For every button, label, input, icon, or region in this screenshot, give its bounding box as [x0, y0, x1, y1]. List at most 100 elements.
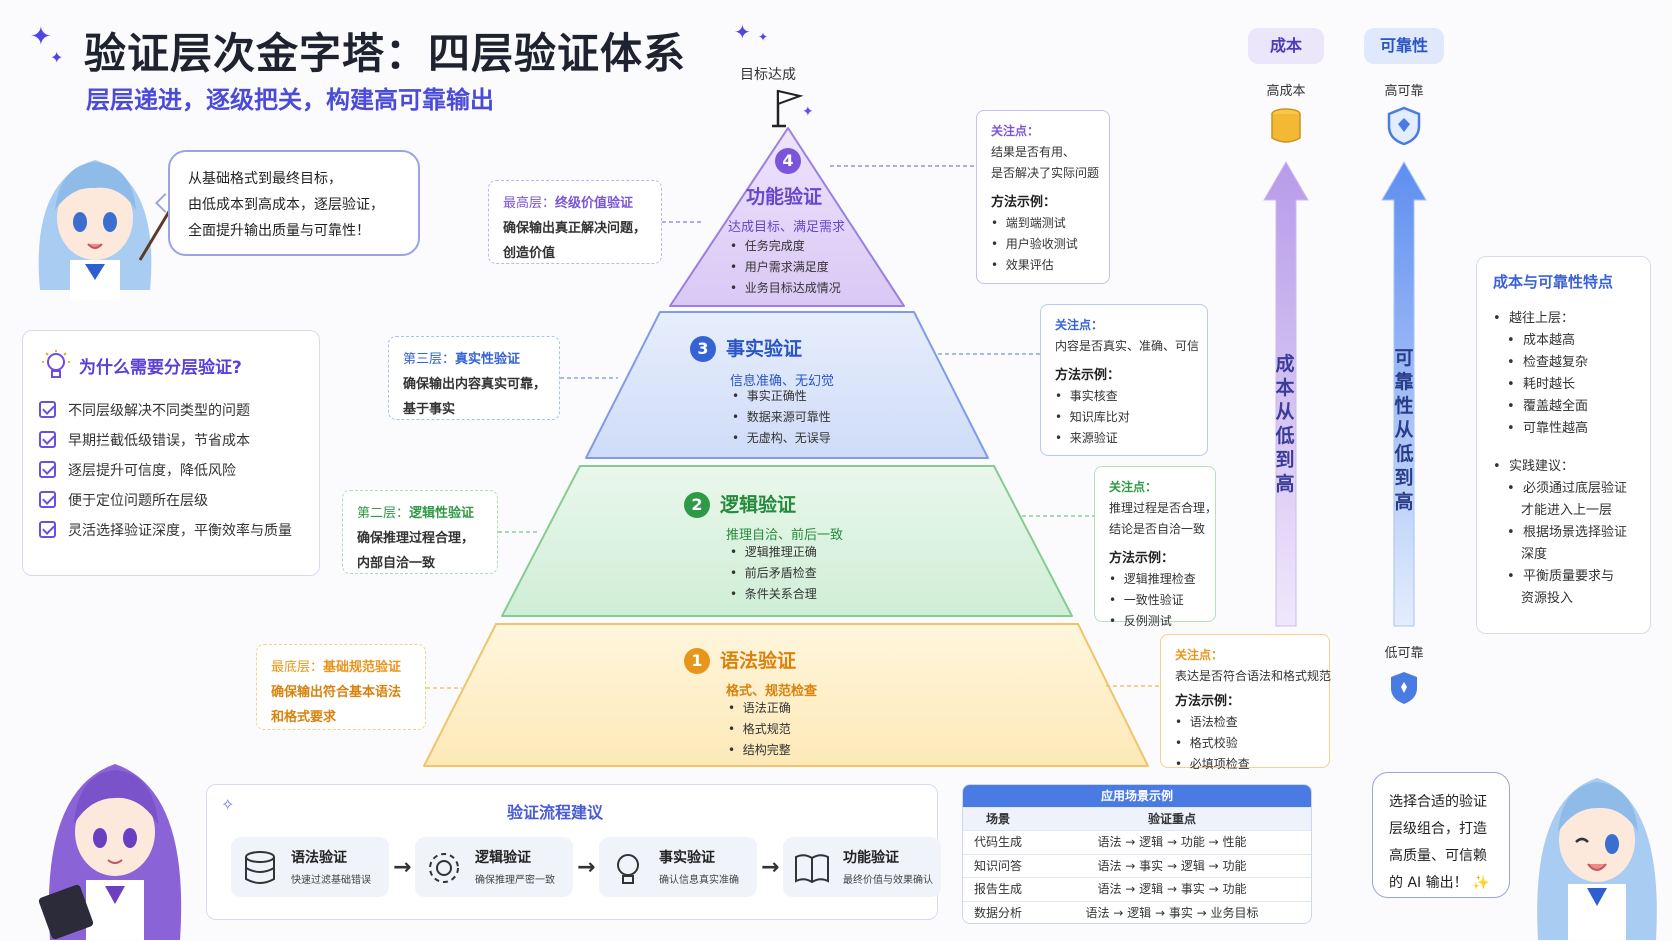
list-item: • 效果评估	[991, 258, 1054, 272]
table-row: 代码生成 语法 → 逻辑 → 功能 → 性能	[963, 830, 1311, 853]
flag-icon: ✦	[772, 89, 812, 128]
layer-3-number: 3	[690, 336, 716, 362]
checkbox-icon	[39, 401, 56, 418]
step-desc: 快速过滤基础错误	[291, 875, 371, 886]
sparkle-icon: ✧	[221, 795, 235, 814]
method-head: 方法示例：	[1175, 694, 1241, 709]
table-title: 应用场景示例	[963, 785, 1311, 807]
method-text: 语法检查	[1189, 715, 1238, 729]
layer-1-number: 1	[684, 648, 710, 674]
list-item: • 业务目标达成情况	[730, 281, 841, 295]
bullet-text: 业务目标达成情况	[744, 281, 841, 295]
list-item: • 前后矛盾检查	[730, 566, 817, 580]
layer-4-number: 4	[775, 148, 801, 174]
label-head: 逻辑性验证	[409, 506, 475, 521]
method-head: 方法示例：	[1055, 368, 1121, 383]
flow-title: 验证流程建议	[507, 803, 604, 822]
label-prefix: 第三层：	[403, 352, 456, 367]
list-item-text: 早期拦截低级错误，节省成本	[68, 433, 250, 449]
cost-up-arrow	[1263, 161, 1309, 627]
list-item-text: 逐层提升可信度，降低风险	[68, 463, 236, 479]
list-item: • 用户验收测试	[991, 237, 1078, 251]
focus-line: 结论是否自洽一致	[1109, 522, 1206, 536]
list-item: • 来源验证	[1055, 431, 1118, 445]
anime-character-avatar	[38, 160, 170, 300]
features-section-head: 实践建议：	[1508, 459, 1574, 474]
table-header-cell: 验证重点	[1147, 812, 1196, 826]
page-subtitle: 层层递进，逐级把关，构建高可靠输出	[86, 86, 494, 114]
table-cell: 语法 → 逻辑 → 事实 → 功能	[1097, 882, 1247, 897]
book-icon	[795, 854, 829, 884]
svg-text:✦: ✦	[802, 104, 812, 120]
bubble-line: 的 AI 输出！	[1389, 875, 1468, 891]
list-item: • 任务完成度	[730, 239, 805, 253]
list-item: • 端到端测试	[991, 216, 1066, 230]
bullet-text: 数据来源可靠性	[746, 410, 831, 424]
features-section: • 越往上层：	[1493, 311, 1574, 326]
label-line: 内部自洽一致	[357, 556, 436, 571]
list-item: 逐层提升可信度，降低风险	[39, 456, 303, 486]
label-prefix: 第二层：	[357, 506, 410, 521]
table-cell: 报告生成	[973, 882, 1022, 897]
reliability-bottom-label: 低可靠	[1384, 646, 1424, 661]
list-item: • 反例测试	[1109, 614, 1172, 628]
list-item: • 覆盖越全面	[1507, 399, 1588, 414]
cost-top-label: 高成本	[1266, 84, 1306, 99]
list-item: • 逻辑推理检查	[1109, 572, 1196, 586]
intro-speech-bubble: 从基础格式到最终目标， 由低成本到高成本，逐层验证， 全面提升输出质量与可靠性！	[168, 150, 420, 256]
gear-icon	[429, 853, 459, 883]
list-item-text: 必须通过底层验证	[1522, 481, 1627, 496]
list-item: 便于定位问题所在层级	[39, 486, 303, 516]
table-cell: 知识问答	[973, 858, 1022, 873]
flow-step: 事实验证 确认信息真实准确	[599, 837, 757, 897]
arrow-right-icon: →	[761, 855, 780, 880]
cost-pill: 成本	[1248, 28, 1324, 64]
list-item: • 检查越复杂	[1507, 355, 1588, 370]
checkbox-icon	[39, 491, 56, 508]
goal-label: 目标达成	[740, 67, 796, 83]
label-line: 确保输出内容真实可靠，	[403, 377, 547, 392]
layer-3-bullets: • 事实正确性 • 数据来源可靠性 • 无虚构、无误导	[732, 386, 831, 449]
list-item: • 一致性验证	[1109, 593, 1184, 607]
method-text: 效果评估	[1005, 258, 1054, 272]
list-item-text: 可靠性越高	[1522, 421, 1588, 436]
label-prefix: 最底层：	[271, 660, 324, 675]
method-head: 方法示例：	[1109, 551, 1175, 566]
method-text: 来源验证	[1069, 431, 1118, 445]
layer-1-bullets: • 语法正确 • 格式规范 • 结构完整	[728, 698, 791, 761]
layer-1-focus-box: 关注点： 表达是否符合语法和格式规范 方法示例： • 语法检查 • 格式校验 •…	[1160, 634, 1331, 771]
list-item: • 根据场景选择验证	[1507, 525, 1627, 540]
anime-character-winking	[1537, 778, 1657, 940]
label-prefix: 最高层：	[503, 196, 556, 211]
bubble-line: 高质量、可信赖	[1389, 848, 1487, 864]
label-line: 确保推理过程合理，	[357, 531, 475, 546]
list-item-text: 深度	[1521, 547, 1548, 562]
reliability-vertical-label: 可靠性从低到高	[1393, 346, 1415, 514]
list-item: 灵活选择验证深度，平衡效率与质量	[39, 516, 303, 546]
table-header-row: 场景 验证重点	[963, 807, 1311, 831]
table-header-cell: 场景	[985, 812, 1010, 826]
list-item: 早期拦截低级错误，节省成本	[39, 426, 303, 456]
label-line: 确保输出真正解决问题，	[503, 221, 647, 236]
focus-head: 关注点：	[1109, 480, 1158, 494]
table-cell: 语法 → 逻辑 → 功能 → 性能	[1097, 835, 1247, 850]
step-title: 逻辑验证	[475, 850, 531, 866]
layer-2-number: 2	[684, 492, 710, 518]
table-cell: 语法 → 事实 → 逻辑 → 功能	[1097, 858, 1247, 873]
bullet-text: 条件关系合理	[744, 587, 817, 601]
step-title: 事实验证	[659, 850, 715, 866]
list-item-text: 才能进入上一层	[1521, 503, 1613, 518]
coin-stack-icon	[1271, 108, 1301, 143]
list-item: • 事实正确性	[732, 389, 807, 403]
method-head: 方法示例：	[991, 195, 1057, 210]
step-desc: 确认信息真实准确	[659, 875, 739, 886]
list-item-text: 成本越高	[1522, 333, 1575, 348]
layer-2-subtitle: 推理自洽、前后一致	[726, 528, 844, 543]
bubble-line: 层级组合，打造	[1389, 821, 1487, 837]
list-item: • 语法检查	[1175, 715, 1238, 729]
step-title: 语法验证	[291, 850, 347, 866]
layer-2-focus-box: 关注点： 推理过程是否合理， 结论是否自洽一致 方法示例： • 逻辑推理检查 •…	[1094, 466, 1217, 628]
arrow-right-icon: →	[577, 855, 596, 880]
table-cell: 语法 → 逻辑 → 事实 → 业务目标	[1085, 905, 1259, 920]
